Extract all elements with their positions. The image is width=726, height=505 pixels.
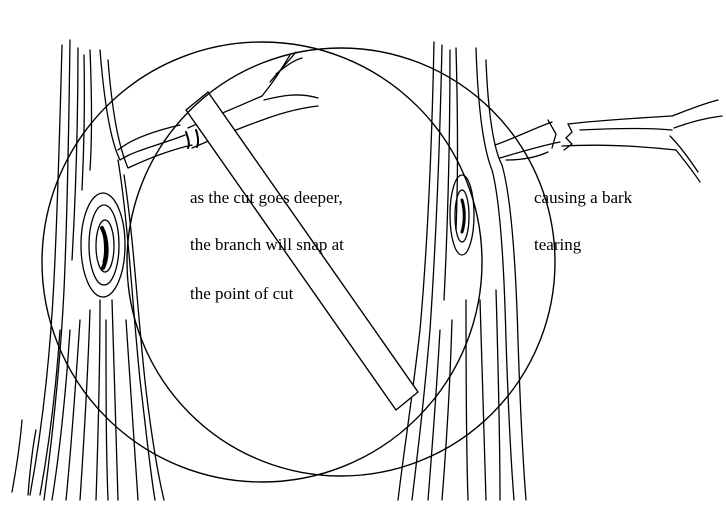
left-tree xyxy=(12,40,318,500)
caption-right-line-2: tearing xyxy=(534,236,581,253)
right-tree xyxy=(398,42,722,500)
caption-right-line-1: causing a bark xyxy=(534,189,632,206)
no-sign-left xyxy=(42,42,482,482)
caption-left-line-3: the point of cut xyxy=(190,285,293,302)
caption-left-line-1: as the cut goes deeper, xyxy=(190,189,343,206)
caption-left-line-2: the branch will snap at xyxy=(190,236,344,253)
